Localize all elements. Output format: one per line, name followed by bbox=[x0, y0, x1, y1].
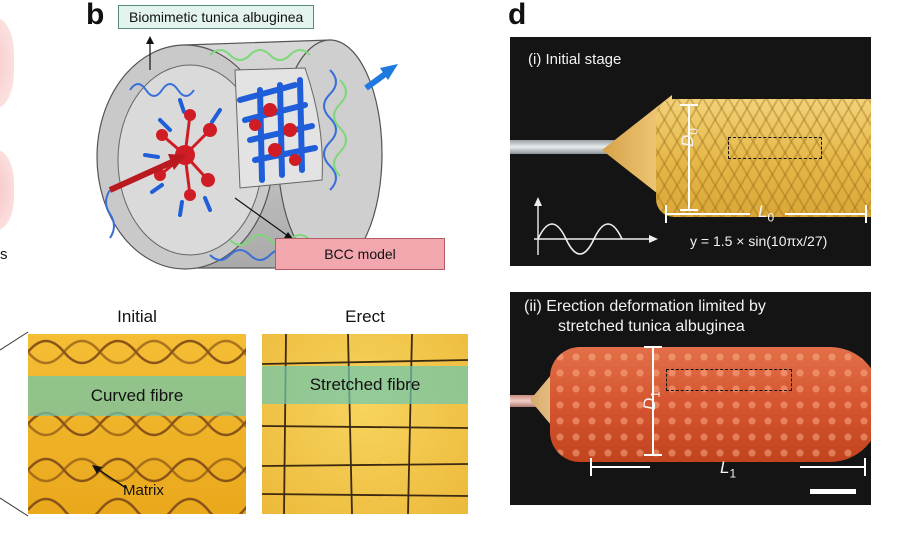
d1-cap-top bbox=[644, 346, 662, 348]
callout-bcc-model: BCC model bbox=[275, 238, 445, 270]
l1-label-base: L bbox=[720, 458, 730, 477]
red-arrow-shaft bbox=[108, 159, 174, 193]
initial-title: Initial bbox=[117, 307, 157, 326]
d0-dimension-line bbox=[688, 105, 690, 211]
blue-arrow-shaft bbox=[364, 69, 390, 91]
l0-line-right bbox=[785, 213, 867, 215]
stage-2-label-line1: (ii) Erection deformation limited by bbox=[524, 298, 766, 315]
curved-fibre-band: Curved fibre bbox=[28, 376, 246, 416]
wavy-fibre-blue-2 bbox=[323, 69, 337, 191]
l1-line-right bbox=[800, 466, 864, 468]
red-arrow-head bbox=[168, 154, 186, 170]
l1-line-left bbox=[590, 466, 650, 468]
wavy-fibres bbox=[105, 49, 347, 261]
sine-inset bbox=[534, 197, 658, 255]
left-fragment-blob-bottom bbox=[0, 150, 14, 230]
zoom-lines bbox=[0, 331, 29, 517]
wavy-fibre-green-1 bbox=[209, 49, 311, 61]
d1-label-sub: 1 bbox=[648, 391, 663, 398]
tube-1 bbox=[510, 140, 620, 154]
l1-cap-left bbox=[590, 458, 592, 476]
stage-2-label-line2: stretched tunica albuginea bbox=[558, 318, 745, 335]
l1-label: L1 bbox=[720, 458, 736, 480]
d0-cap-top bbox=[680, 104, 698, 106]
photo-initial-stage: (i) Initial stage D0 L0 y = 1.5 × sin(10… bbox=[510, 37, 871, 266]
prosthesis-body-2 bbox=[550, 347, 871, 462]
d0-label-base: D bbox=[678, 134, 697, 147]
panel-letter-b: b bbox=[86, 0, 105, 31]
erect-title: Erect bbox=[345, 307, 385, 326]
wavy-fibre-blue-4 bbox=[105, 189, 115, 239]
d1-dimension-line bbox=[652, 347, 654, 455]
callout-arrow-bottom bbox=[234, 197, 289, 237]
wavy-fibre-green-3 bbox=[229, 234, 311, 246]
equation: y = 1.5 × sin(10πx/27) bbox=[690, 233, 828, 249]
d0-label: D0 bbox=[678, 128, 700, 147]
left-fragment: s bbox=[0, 0, 18, 263]
left-fragment-text: s bbox=[0, 246, 8, 263]
photo-erection-stage: (ii) Erection deformation limited by str… bbox=[510, 292, 871, 505]
l0-label-sub: 0 bbox=[767, 210, 775, 225]
micrograph-initial: Curved fibre Matrix bbox=[28, 334, 246, 514]
l1-cap-right bbox=[864, 458, 866, 476]
d1-cap-bottom bbox=[644, 454, 662, 456]
l0-cap-left bbox=[665, 205, 667, 223]
d0-cap-bottom bbox=[680, 209, 698, 211]
stretched-fibre-pattern bbox=[262, 334, 468, 514]
matrix-arrow bbox=[92, 465, 127, 489]
micrograph-erect: Stretched fibre bbox=[262, 334, 468, 514]
l0-label: L0 bbox=[758, 202, 774, 224]
stretched-fibre-band: Stretched fibre bbox=[262, 366, 468, 404]
d1-label: D1 bbox=[640, 391, 662, 410]
l0-cap-right bbox=[865, 205, 867, 223]
d0-label-sub: 0 bbox=[686, 128, 701, 135]
callout-biomimetic-tunica: Biomimetic tunica albuginea bbox=[118, 5, 315, 29]
l1-label-sub: 1 bbox=[729, 466, 737, 481]
dashed-roi-2 bbox=[666, 369, 792, 391]
wavy-fibre-blue-1 bbox=[129, 83, 195, 97]
d1-label-base: D bbox=[640, 397, 659, 410]
wavy-fibre-green-2 bbox=[333, 79, 347, 177]
red-spokes bbox=[159, 114, 212, 196]
sine-wave bbox=[537, 223, 623, 255]
matrix-label: Matrix bbox=[123, 482, 164, 499]
l0-label-base: L bbox=[758, 202, 768, 221]
cylinder-diagram bbox=[96, 36, 398, 270]
l0-line-left bbox=[665, 213, 750, 215]
scale-bar bbox=[810, 489, 856, 494]
callout-arrow-top-head bbox=[146, 36, 154, 44]
panel-letter-d: d bbox=[508, 0, 527, 31]
stage-1-label: (i) Initial stage bbox=[528, 51, 622, 68]
left-fragment-blob-top bbox=[0, 18, 14, 108]
dashed-roi-1 bbox=[728, 137, 822, 159]
blue-arrow-head bbox=[380, 64, 398, 80]
